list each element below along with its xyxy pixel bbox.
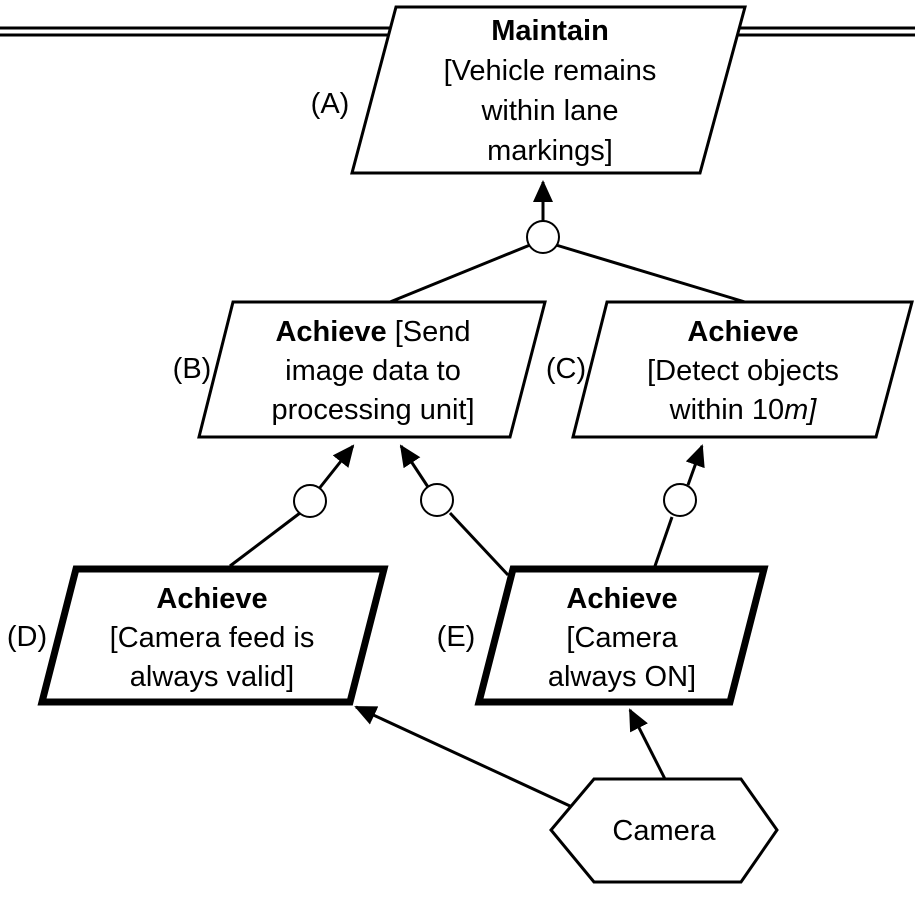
responsibility-links xyxy=(354,705,667,808)
goal-d-shape xyxy=(37,565,389,706)
goal-e[interactable]: Achieve [Camera always ON] xyxy=(474,565,769,706)
goal-d-line-2: always valid] xyxy=(130,661,294,693)
goal-c-line-2: [Detect objects xyxy=(647,355,839,387)
goal-c-line-3: within 10m] xyxy=(669,394,818,426)
top-double-line xyxy=(0,26,915,37)
goal-d-label: (D) xyxy=(7,621,47,653)
goal-b-line-1: Achieve [Send xyxy=(275,316,470,348)
goal-b-label: (B) xyxy=(173,353,212,385)
goal-e-label: (E) xyxy=(437,621,476,653)
goal-b-line-3: processing unit] xyxy=(271,394,474,426)
goal-e-line-1: [Camera xyxy=(566,622,678,654)
goal-b-line-1-rest: [Send xyxy=(387,316,471,348)
goal-c[interactable]: Achieve [Detect objects within 10m] xyxy=(571,300,914,439)
goal-a-line-1: [Vehicle remains xyxy=(444,55,657,87)
goal-a-line-3: markings] xyxy=(487,135,613,167)
refinement-b-e-node[interactable] xyxy=(420,483,454,517)
goal-a[interactable]: Maintain [Vehicle remains within lane ma… xyxy=(350,5,747,175)
refinement-a-node[interactable] xyxy=(526,220,560,254)
goal-d[interactable]: Achieve [Camera feed is always valid] xyxy=(37,565,389,706)
goal-a-line-2: within lane xyxy=(480,95,618,127)
refinement-b-e xyxy=(399,444,510,577)
goal-c-shape xyxy=(571,300,914,439)
goal-c-label: (C) xyxy=(546,353,586,385)
refinement-c-e xyxy=(653,444,705,567)
goal-c-line-3-prefix: within 10 xyxy=(669,394,784,426)
goal-b-shape xyxy=(197,300,547,439)
goal-d-keyword: Achieve xyxy=(156,583,267,615)
goal-b-line-2: image data to xyxy=(285,355,461,387)
goal-e-shape xyxy=(474,565,769,706)
goal-b-keyword: Achieve xyxy=(275,316,386,348)
refinement-a xyxy=(389,180,746,304)
goal-c-keyword: Achieve xyxy=(687,316,798,348)
agent-camera[interactable]: Camera xyxy=(549,777,779,884)
goal-a-label: (A) xyxy=(311,88,350,120)
agent-camera-label: Camera xyxy=(612,815,716,847)
goal-c-line-3-italic: m] xyxy=(784,394,817,426)
refinement-b-d xyxy=(229,444,355,568)
goal-d-line-1: [Camera feed is xyxy=(110,622,315,654)
refinement-b-d-node[interactable] xyxy=(293,484,327,518)
refinement-c-e-node[interactable] xyxy=(663,483,697,517)
goal-e-keyword: Achieve xyxy=(566,583,677,615)
goal-a-keyword: Maintain xyxy=(491,15,609,47)
goal-a-shape xyxy=(350,5,747,175)
goal-e-line-2: always ON] xyxy=(548,661,696,693)
agent-camera-shape xyxy=(549,777,779,884)
goal-b[interactable]: Achieve [Send image data to processing u… xyxy=(197,300,547,439)
